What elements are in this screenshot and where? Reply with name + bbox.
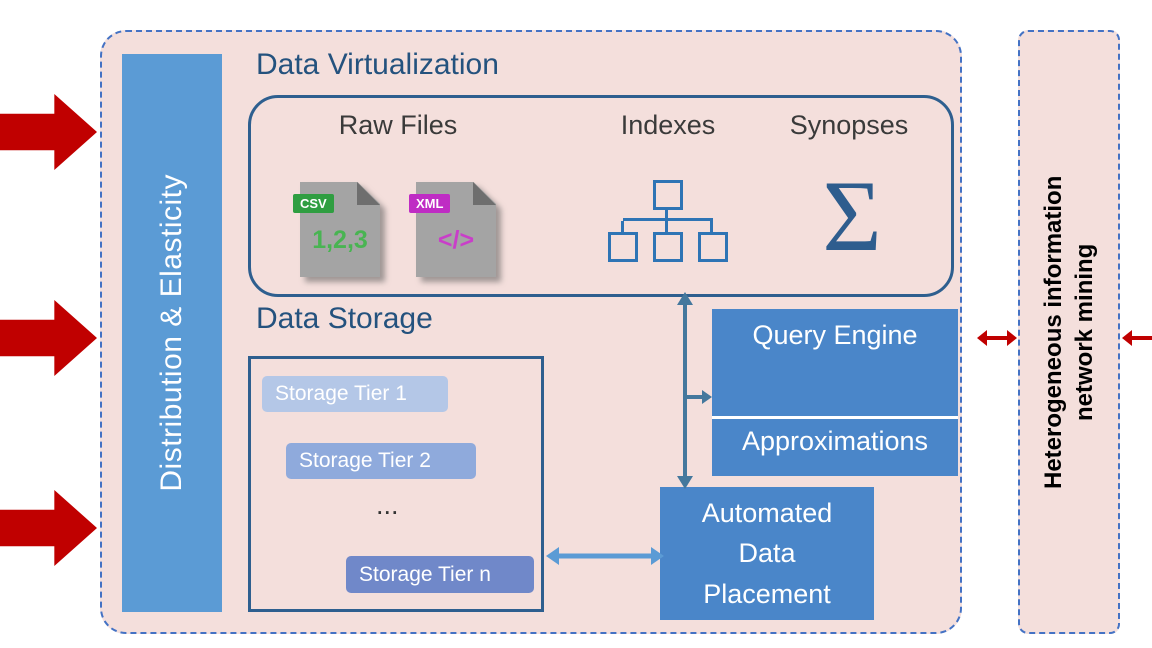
page-fold-icon xyxy=(473,182,496,205)
data-virtualization-box xyxy=(248,95,954,297)
distribution-elasticity-label: Distribution & Elasticity xyxy=(155,174,188,492)
storage-tier-1: Storage Tier 1 xyxy=(262,376,448,412)
query-engine-label: Query Engine xyxy=(752,320,918,350)
xml-content-text: </> xyxy=(437,226,475,254)
sigma-icon: Σ xyxy=(822,160,882,273)
page-fold-icon xyxy=(357,182,380,205)
xml-file-shape xyxy=(416,182,496,277)
data-storage-title: Data Storage xyxy=(256,302,433,335)
storage-placement-connector xyxy=(546,547,664,565)
query-engine-divider xyxy=(712,416,958,419)
index-tree-icon xyxy=(608,180,730,272)
synopses-label: Synopses xyxy=(789,110,909,140)
approximations-label: Approximations xyxy=(741,426,929,456)
adp-line-3: Placement xyxy=(703,578,831,609)
query-engine-box: Query Engine Approximations xyxy=(712,309,958,476)
xml-file-icon: XML </> xyxy=(409,182,496,277)
virtualization-placement-connector xyxy=(677,292,712,489)
mining-connector-left xyxy=(977,330,1017,346)
flow-arrow-left-3 xyxy=(0,490,97,566)
flow-arrow-left-1 xyxy=(0,94,97,170)
mining-connector-right xyxy=(1122,330,1152,346)
storage-tier-ellipsis: ... xyxy=(376,490,399,520)
automated-data-placement-box: Automated Data Placement xyxy=(660,487,874,620)
indexes-label: Indexes xyxy=(620,110,716,140)
flow-arrow-left-2 xyxy=(0,300,97,376)
csv-file-icon: CSV 1,2,3 xyxy=(293,182,380,277)
storage-tier-n: Storage Tier n xyxy=(346,556,534,593)
csv-content-text: 1,2,3 xyxy=(312,226,368,254)
raw-files-label: Raw Files xyxy=(338,110,458,140)
distribution-elasticity-bar: Distribution & Elasticity xyxy=(122,54,222,612)
adp-line-2: Data xyxy=(738,538,796,569)
network-mining-panel: Heterogeneous information network mining xyxy=(1018,30,1120,634)
data-virtualization-title: Data Virtualization xyxy=(256,48,499,81)
storage-tier-2: Storage Tier 2 xyxy=(286,443,476,479)
adp-line-1: Automated xyxy=(701,497,833,528)
xml-badge: XML xyxy=(409,194,451,213)
data-storage-box xyxy=(248,356,544,612)
csv-badge: CSV xyxy=(293,194,334,213)
network-mining-label: Heterogeneous information network mining xyxy=(1039,175,1098,489)
